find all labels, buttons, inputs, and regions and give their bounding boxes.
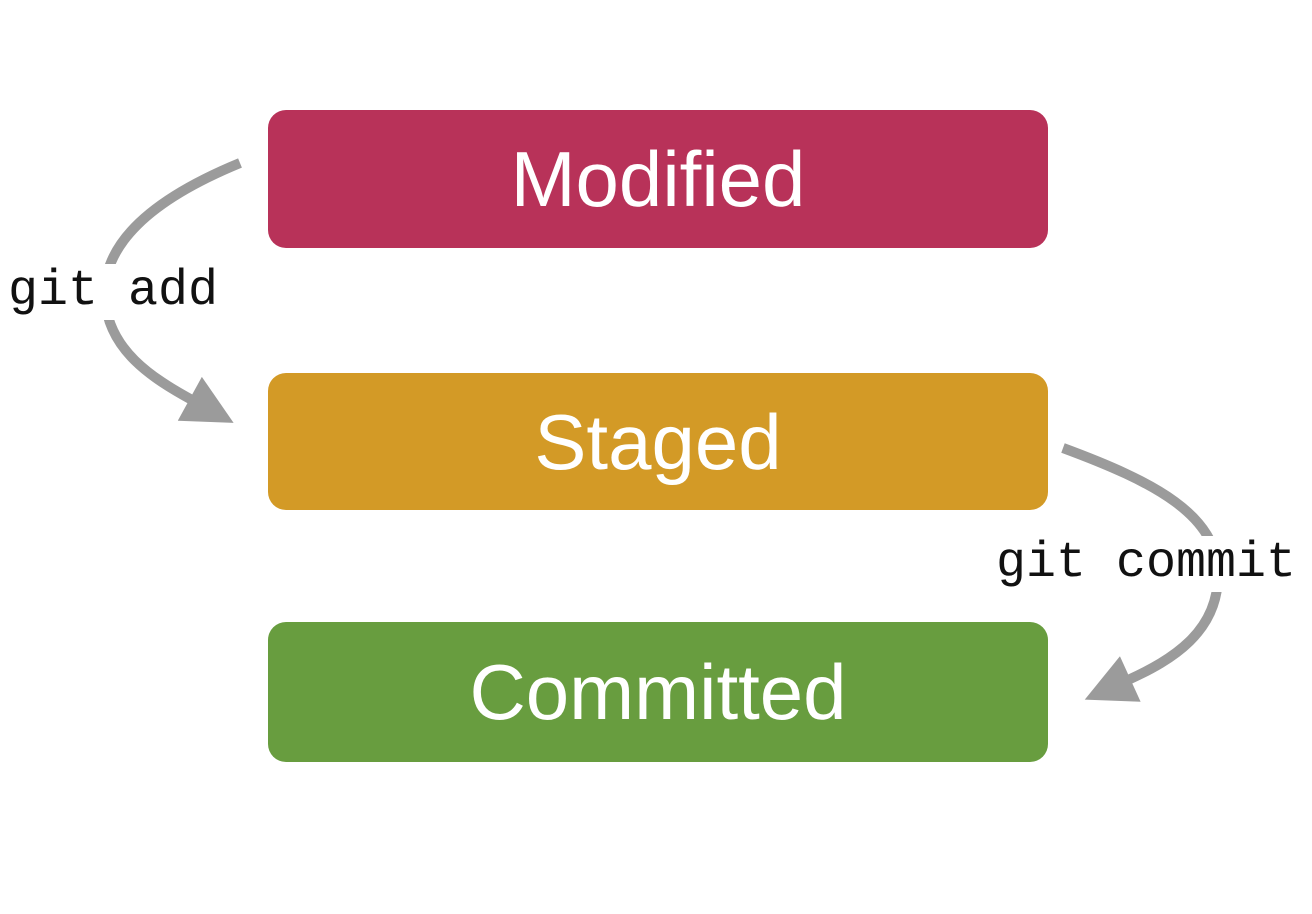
node-modified-label: Modified [510,135,806,223]
node-committed: Committed [268,622,1048,762]
node-committed-label: Committed [469,648,847,736]
edge-label-git-commit: git commit [994,535,1299,592]
node-staged: Staged [268,373,1048,510]
node-staged-label: Staged [534,397,782,486]
node-modified: Modified [268,110,1048,248]
edge-label-git-add: git add [6,263,221,320]
